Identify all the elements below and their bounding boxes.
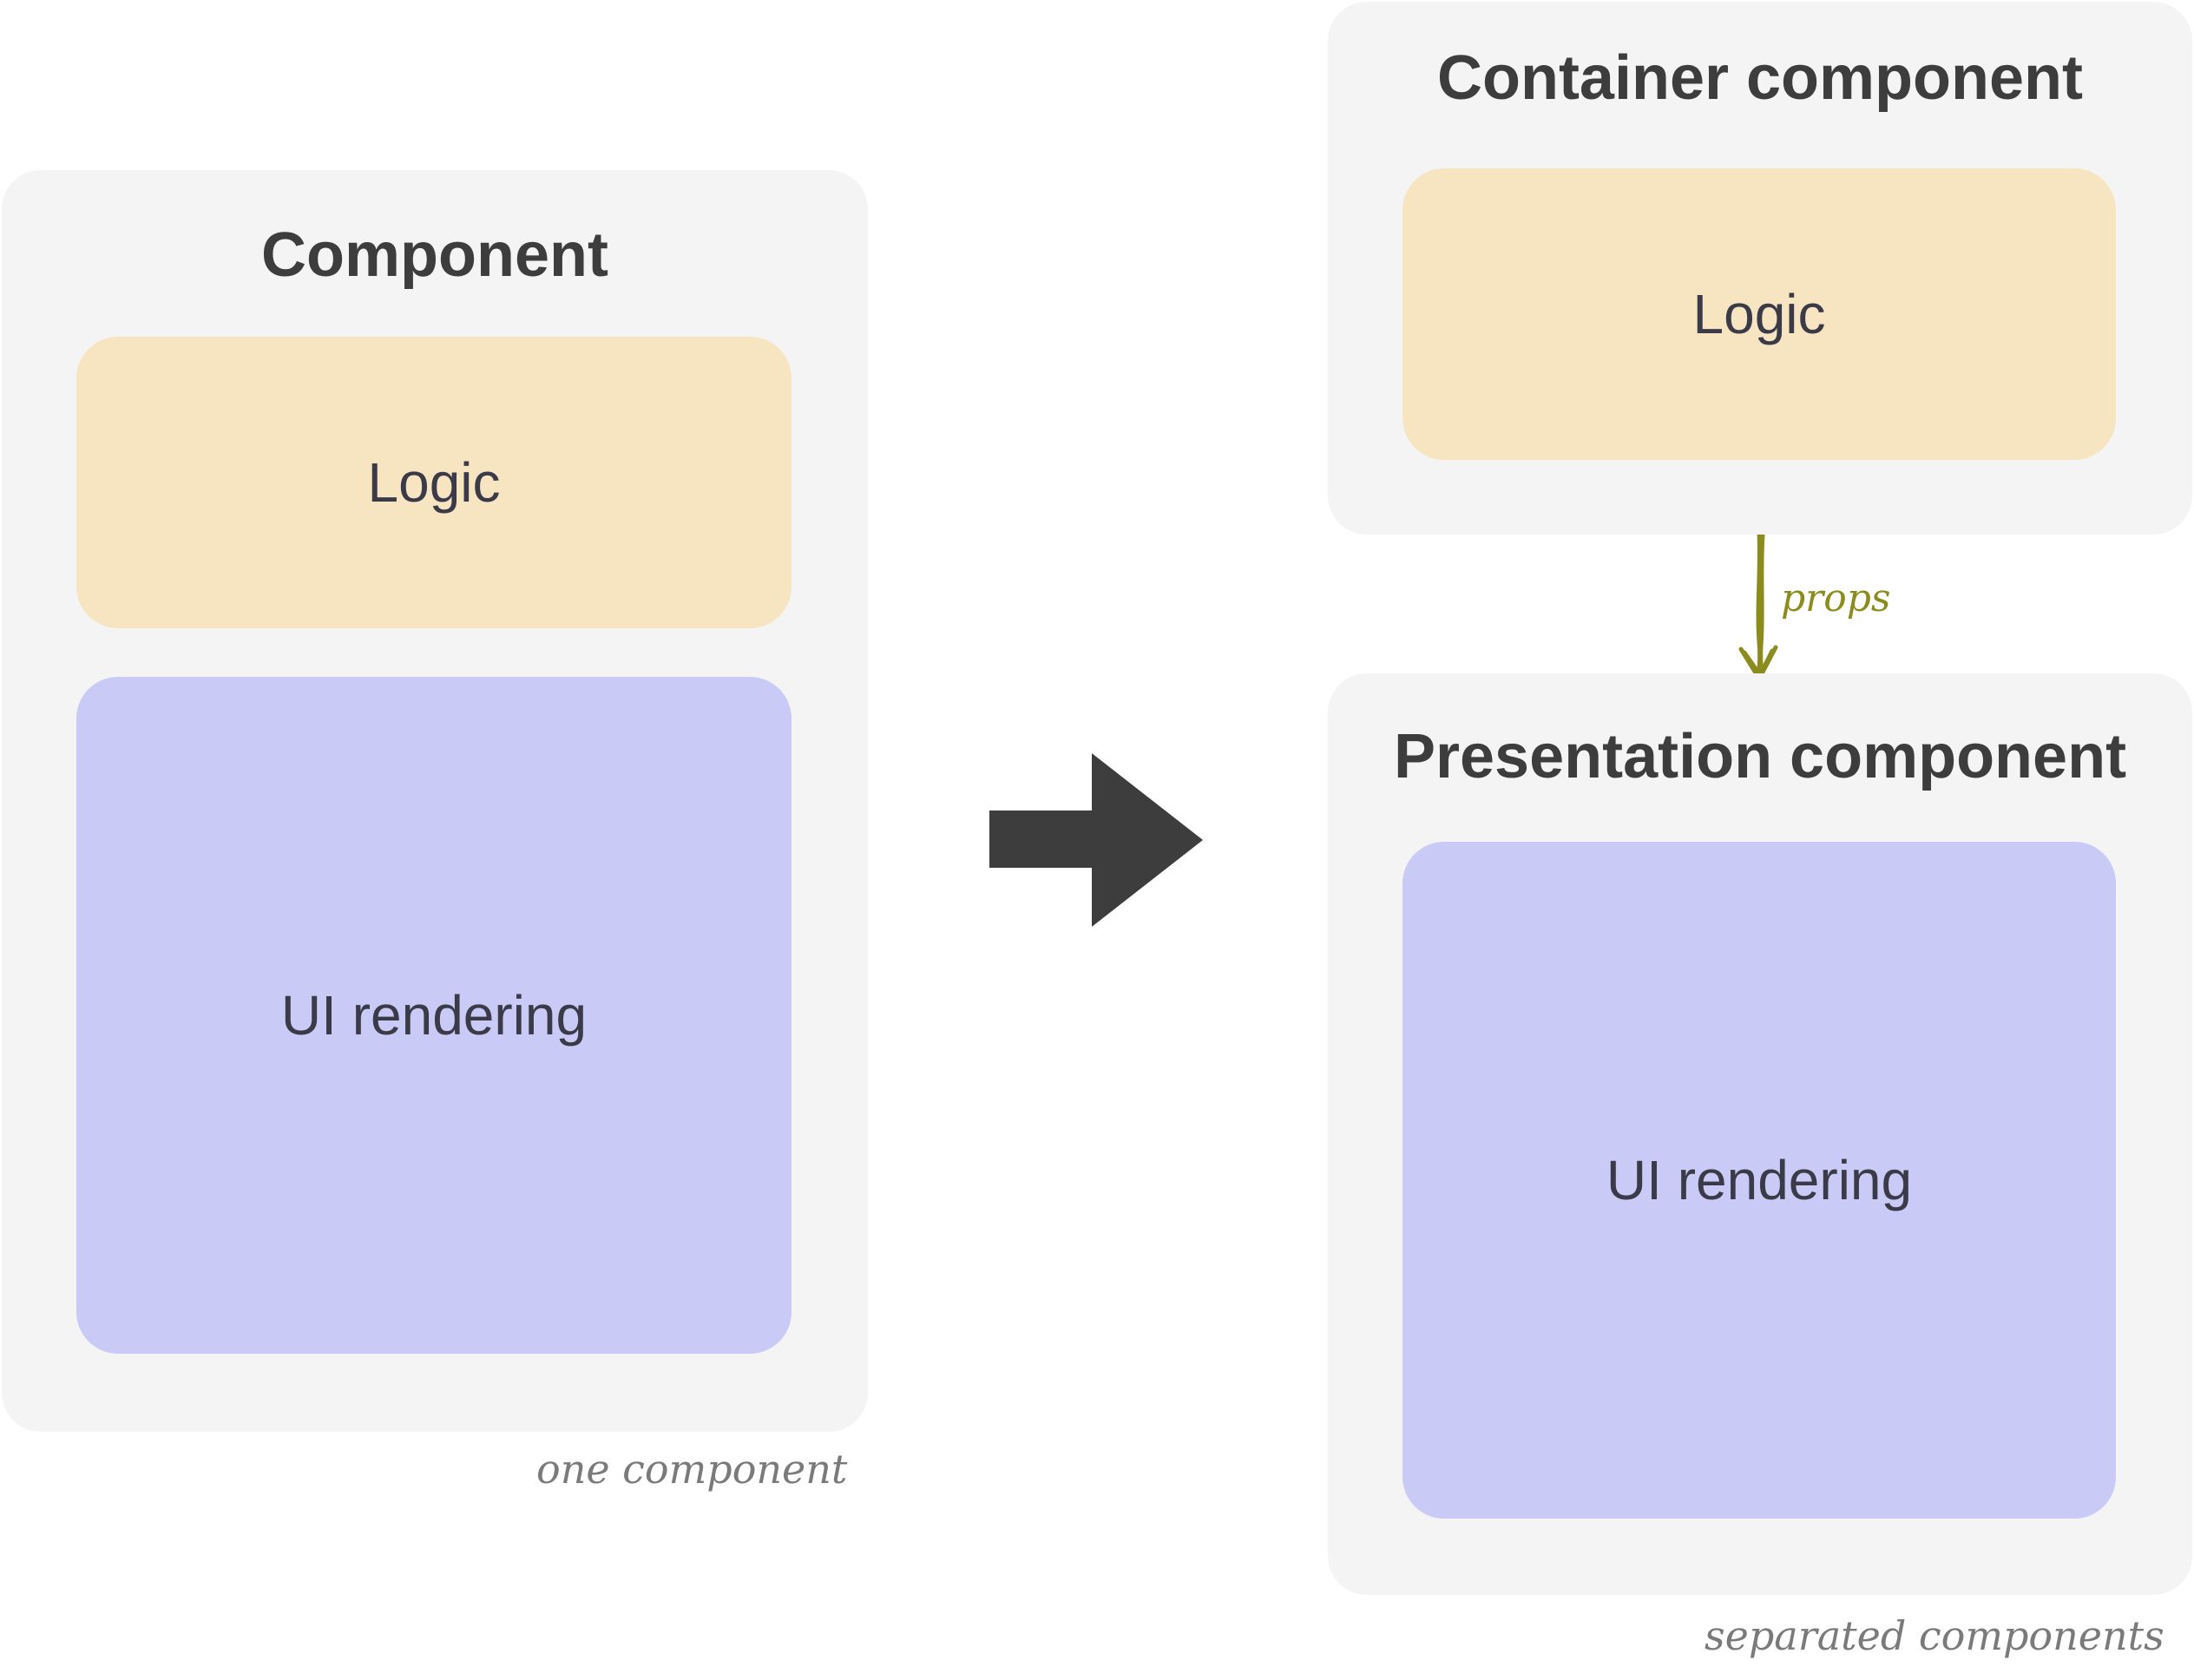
down-arrow-icon (1738, 528, 1778, 684)
container-logic-label: Logic (1692, 283, 1826, 345)
ui-rendering-block: UI rendering (76, 677, 792, 1354)
presentation-component-panel: Presentation component UI rendering (1328, 673, 2192, 1595)
presentation-ui-block: UI rendering (1402, 842, 2116, 1519)
single-component-panel: Component Logic UI rendering (2, 170, 868, 1432)
logic-label: Logic (367, 451, 501, 514)
one-component-caption: one component (536, 1446, 848, 1493)
container-component-panel: Container component Logic (1328, 2, 2192, 535)
container-logic-block: Logic (1402, 168, 2116, 460)
ui-rendering-label: UI rendering (280, 984, 588, 1047)
props-label: props (1781, 576, 1891, 620)
container-component-title: Container component (1436, 43, 2083, 113)
separated-components-caption: separated components (1705, 1612, 2164, 1659)
presentation-component-title: Presentation component (1393, 722, 2127, 791)
right-arrow-icon (989, 753, 1203, 927)
presentation-ui-label: UI rendering (1606, 1149, 1913, 1211)
component-title: Component (261, 220, 608, 290)
logic-block: Logic (76, 337, 792, 628)
